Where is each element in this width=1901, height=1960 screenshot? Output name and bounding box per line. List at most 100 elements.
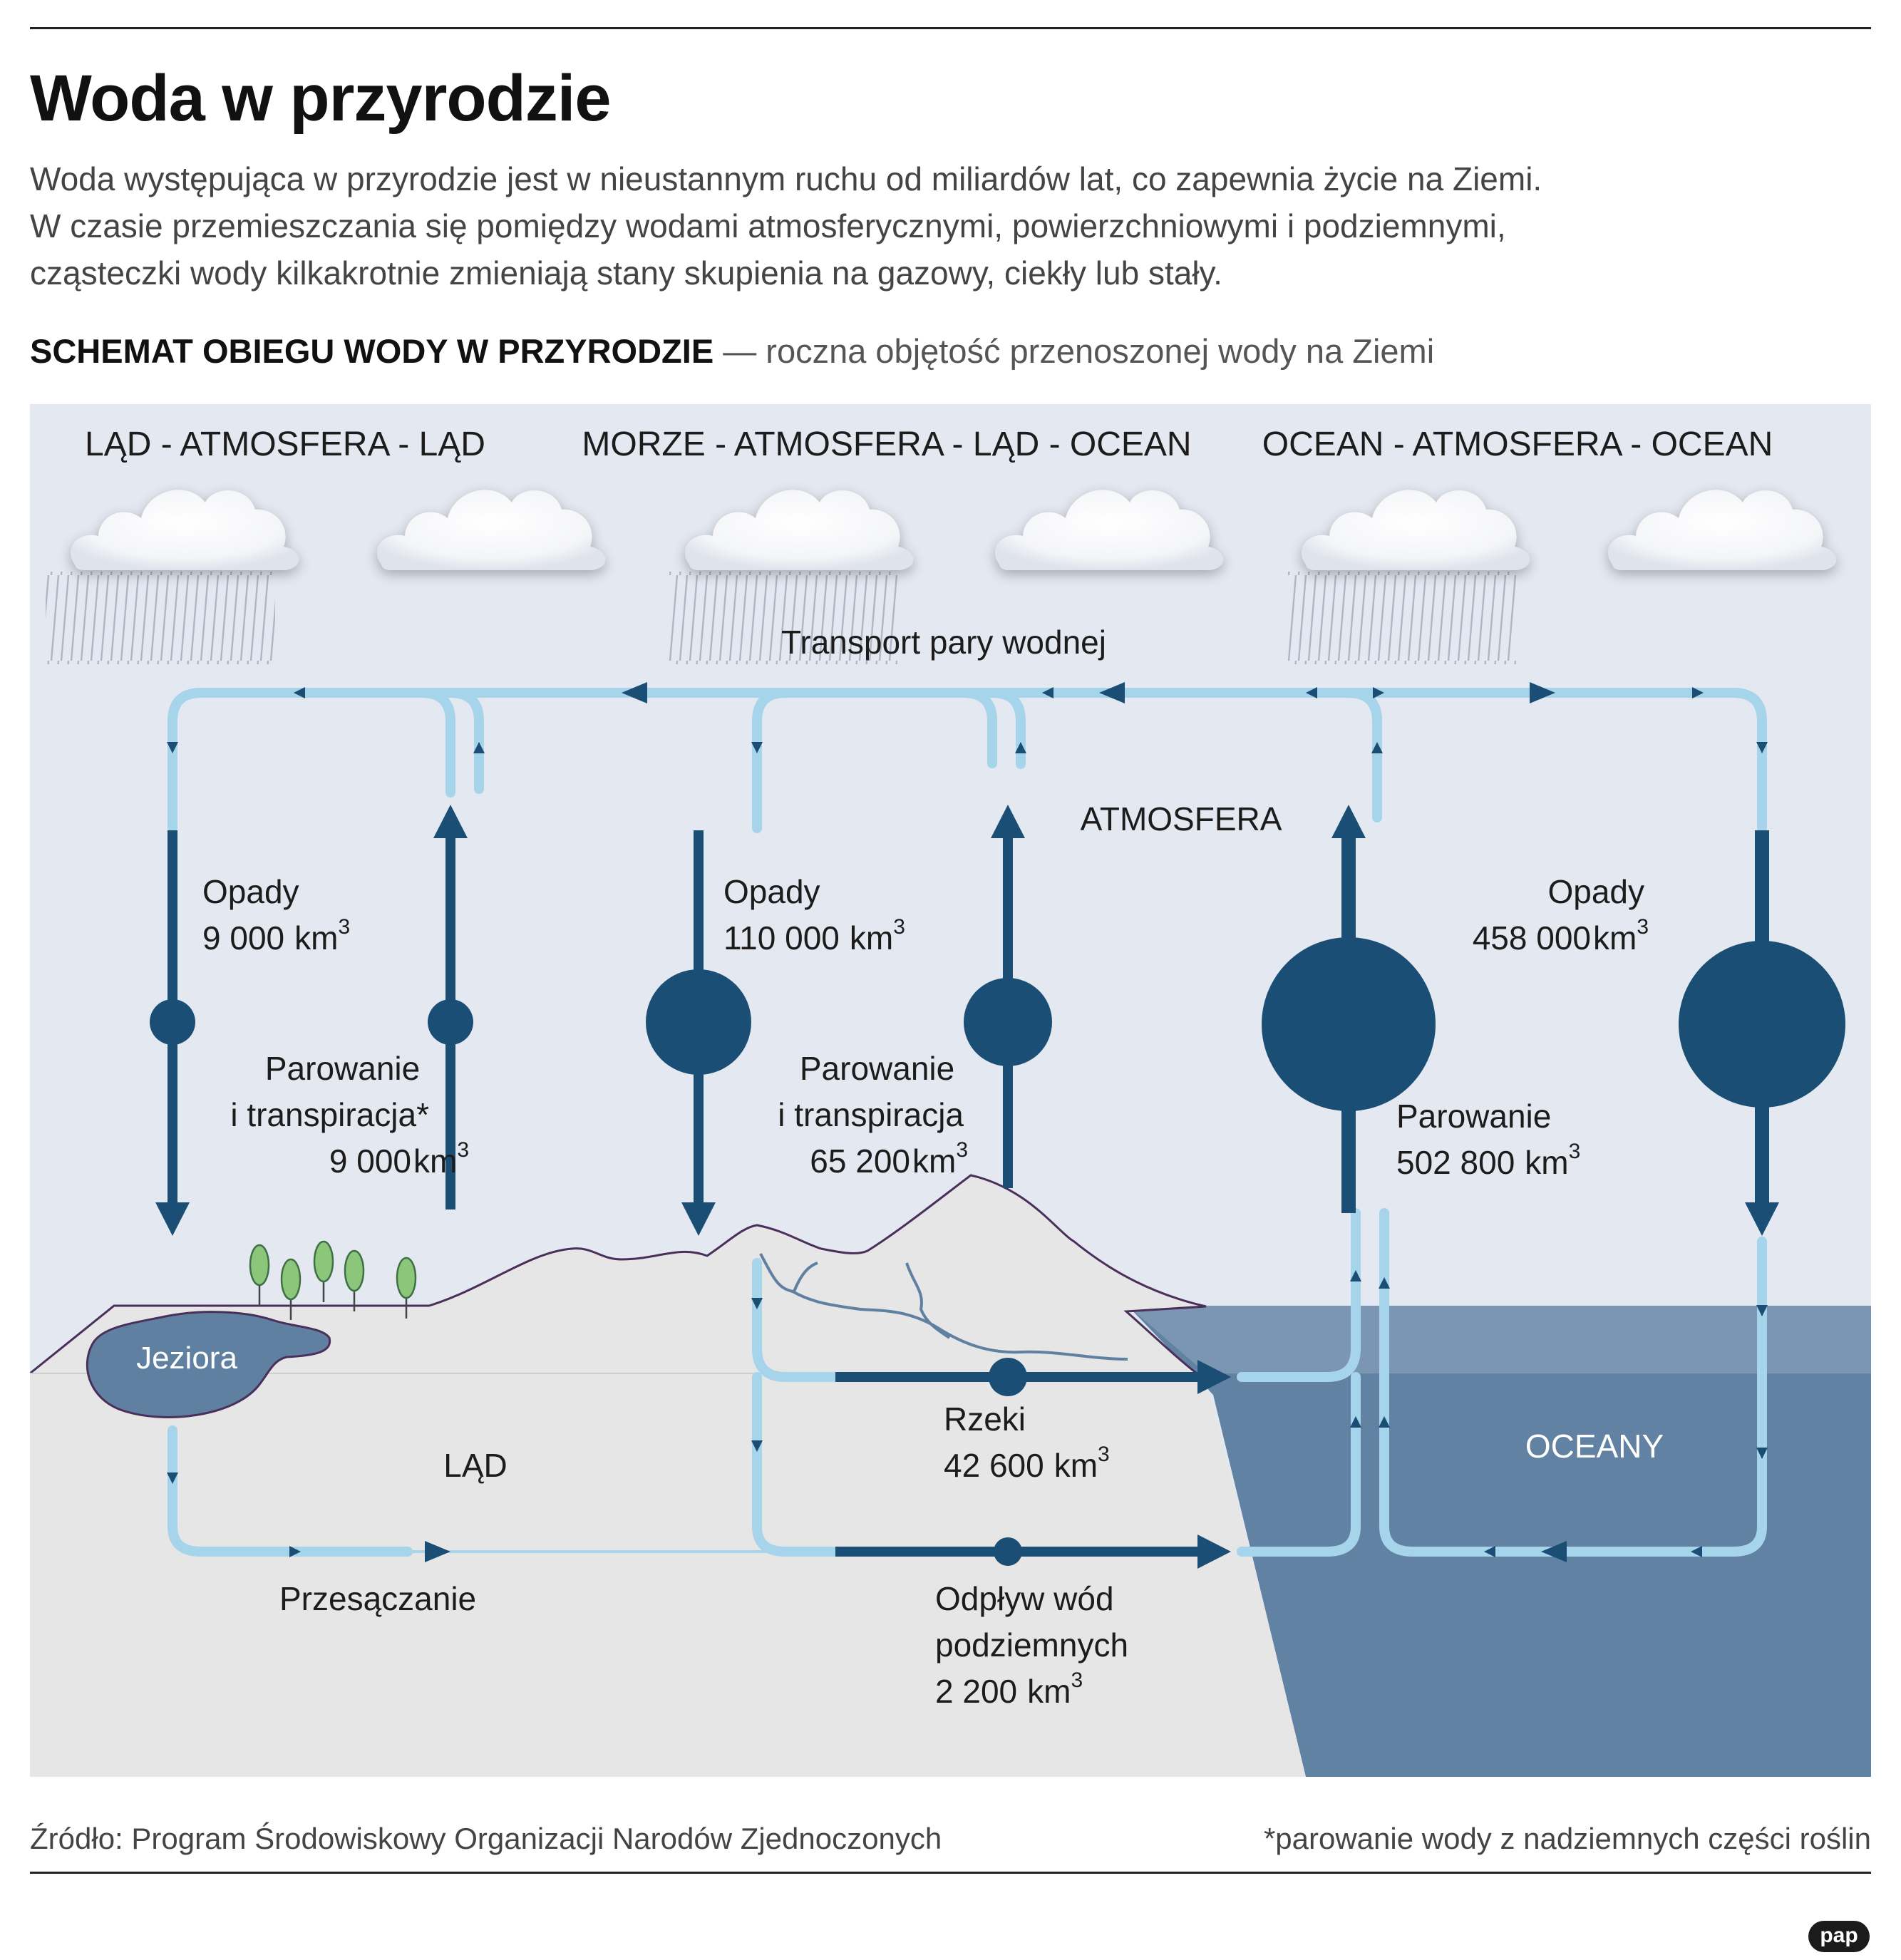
- ocean-body: [1128, 1306, 1871, 1777]
- arrow-up-icon: [1379, 1277, 1390, 1289]
- river-tributary: [793, 1262, 818, 1292]
- land-evap-line1: Parowanie: [265, 1050, 420, 1087]
- atmosphere-label: ATMOSFERA: [1081, 800, 1282, 837]
- transport-pipe-left: [168, 688, 455, 833]
- intro-line-2: W czasie przemieszczania się pomiędzy wo…: [30, 207, 1506, 244]
- arrow-right-icon: [1373, 687, 1384, 698]
- intro-line-1: Woda występująca w przyrodzie jest w nie…: [30, 160, 1542, 197]
- percolation-label: Przesączanie: [279, 1580, 476, 1617]
- sea-evap-label: Parowanie i transpiracja: [778, 1050, 964, 1133]
- dark-arrowheads: [155, 805, 1779, 1569]
- cycle-heading-ocean: OCEAN - ATMOSFERA - OCEAN: [1262, 425, 1773, 463]
- sea-evap-line1: Parowanie: [800, 1050, 954, 1087]
- arrow-left-icon: [1541, 1541, 1567, 1562]
- arrow-up-icon: [1350, 1270, 1361, 1281]
- land-precip-value: 9 000: [202, 919, 284, 956]
- land-evap-value-label: 9 000: [329, 1143, 411, 1180]
- river-pipe-end: [1237, 1208, 1361, 1382]
- arrow-right-icon: [1197, 1535, 1231, 1569]
- land-outline: [30, 1174, 1207, 1382]
- pap-logo: pap: [1808, 1921, 1870, 1952]
- ocean-evap-name: Parowanie: [1396, 1098, 1551, 1135]
- land-area: [30, 1175, 1306, 1777]
- arrow-down-icon: [681, 1202, 716, 1236]
- arrow-down-icon: [155, 1202, 190, 1236]
- arrow-left-icon: [622, 682, 647, 703]
- rain-streaks-1: [46, 572, 275, 664]
- oceans-label: OCEANY: [1525, 1428, 1664, 1465]
- volume-circle-rivers: [989, 1358, 1027, 1396]
- transport-pipe-sea-evap: [987, 688, 1026, 769]
- arrow-left-icon: [1099, 682, 1125, 703]
- transport-pipe-ocean-evap: [1344, 688, 1382, 822]
- arrow-down-icon: [751, 1298, 763, 1309]
- land-evap-value: 9 000: [329, 1143, 411, 1180]
- arrow-right-icon: [1530, 682, 1555, 703]
- subheading-rest: — roczna objętość przenoszonej wody na Z…: [713, 332, 1435, 370]
- ocean-precip-value: 458 000: [1473, 919, 1591, 956]
- rivers-value: 42 600: [944, 1447, 1044, 1484]
- cycle-heading-land: LĄD - ATMOSFERA - LĄD: [85, 425, 485, 463]
- arrow-down-icon: [167, 742, 178, 753]
- ocean-precip-label: Opady: [1547, 873, 1644, 910]
- transport-pipe-land-evap: [445, 688, 484, 794]
- transport-pipe-mid: [417, 688, 997, 798]
- arrow-right-icon: [1197, 1360, 1231, 1394]
- land-evap-label: Parowanie i transpiracja*: [230, 1050, 429, 1133]
- arrow-left-icon: [1042, 687, 1053, 698]
- land-evap-unit: km3: [413, 1138, 469, 1180]
- cycle-heading-sea: MORZE - ATMOSFERA - LĄD - OCEAN: [582, 425, 1191, 463]
- footnote: *parowanie wody z nadziemnych części roś…: [1263, 1822, 1871, 1855]
- transport-pipe-right: [1344, 688, 1767, 833]
- subheading-bold: SCHEMAT OBIEGU WODY W PRZYRODZIE: [30, 332, 714, 370]
- arrow-left-icon: [1691, 1546, 1702, 1557]
- arrow-down-icon: [751, 742, 763, 753]
- arrow-up-icon: [473, 742, 485, 753]
- arrow-up-icon: [433, 805, 468, 838]
- ocean-evap-value: 502 800: [1396, 1144, 1515, 1181]
- ocean-precip-name: Opady: [1547, 873, 1644, 910]
- river-pipe-start: [752, 1258, 869, 1382]
- arrow-left-icon: [1306, 687, 1317, 698]
- sea-evap-unit: km3: [912, 1138, 968, 1180]
- arrow-down-icon: [167, 1472, 178, 1484]
- volume-circle-ocean-evap: [1262, 937, 1436, 1111]
- intro-line-3: cząsteczki wody kilkakrotnie zmieniają s…: [30, 254, 1222, 292]
- lake: [86, 1311, 331, 1418]
- transport-pipe-sea: [752, 688, 997, 833]
- sea-precip-value: 110 000: [723, 919, 840, 956]
- volume-circle-sea-precip: [646, 969, 751, 1075]
- source-note: Źródło: Program Środowiskowy Organizacji…: [30, 1822, 942, 1855]
- diagram-subheading: SCHEMAT OBIEGU WODY W PRZYRODZIE — roczn…: [30, 331, 1434, 371]
- river-tributary: [905, 1262, 951, 1339]
- volume-circle-groundwater: [994, 1537, 1022, 1566]
- ocean-precip-value-label: 458 000: [1473, 919, 1591, 956]
- groundwater-line2: podziemnych: [935, 1626, 1128, 1664]
- direction-markers: [167, 687, 1768, 1557]
- arrow-up-icon: [1015, 742, 1026, 753]
- lakes-label: Jeziora: [136, 1341, 237, 1376]
- page-title: Woda w przyrodzie: [30, 62, 612, 135]
- river-line: [759, 1253, 1128, 1361]
- volume-circle-sea-evap: [964, 978, 1052, 1066]
- arrow-down-icon: [1756, 742, 1768, 753]
- ocean-return-pipe: [1379, 1208, 1767, 1557]
- arrow-up-icon: [1371, 742, 1383, 753]
- volume-circle-land-evap: [428, 999, 473, 1045]
- volume-circles: [150, 937, 1845, 1566]
- flow-network: [168, 688, 1767, 1557]
- rivers-name: Rzeki: [944, 1401, 1026, 1438]
- sea-precip-name: Opady: [723, 873, 820, 910]
- land-precip-name: Opady: [202, 873, 299, 910]
- arrow-right-icon: [289, 1546, 301, 1557]
- arrow-down-icon: [1745, 1202, 1779, 1236]
- bottom-rule: [30, 1872, 1871, 1874]
- sea-evap-value: 65 200: [810, 1143, 910, 1180]
- percolation-pipe: [168, 1425, 413, 1557]
- arrow-up-icon: [1350, 1416, 1361, 1428]
